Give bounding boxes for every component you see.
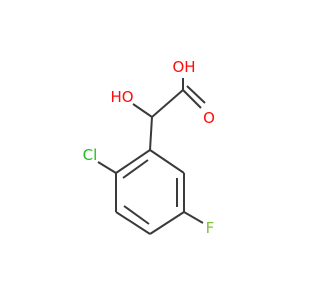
- molecule-structure: OH O HO Cl F: [83, 58, 215, 237]
- atom-label-o-carbonyl: O: [203, 109, 215, 127]
- bond-ring-cl: [97, 161, 117, 174]
- bonds: [97, 78, 206, 235]
- bond-carboxyl-co-2: [186, 85, 206, 104]
- bond-alpha-ring: [149, 116, 153, 151]
- bond-ring-6-1: [149, 149, 185, 174]
- atom-label-oh-acid: OH: [172, 58, 195, 76]
- atom-label-cl: Cl: [83, 146, 98, 164]
- bond-ring-1-2: [115, 149, 151, 174]
- bond-alpha-hydroxyl: [132, 103, 153, 118]
- bond-ring-f: [183, 211, 204, 224]
- bond-carboxyl-alpha: [151, 89, 184, 118]
- bond-ring-4-5: [149, 211, 185, 235]
- atom-labels: OH O HO Cl F: [83, 58, 215, 237]
- bond-ring-inner-a: [122, 159, 149, 179]
- atom-label-f: F: [206, 219, 215, 237]
- bond-ring-inner-b: [123, 205, 150, 225]
- bond-carboxyl-co-1: [182, 89, 202, 109]
- atom-label-ho-hydroxyl: HO: [110, 88, 133, 106]
- bond-ring-3-4: [115, 211, 151, 235]
